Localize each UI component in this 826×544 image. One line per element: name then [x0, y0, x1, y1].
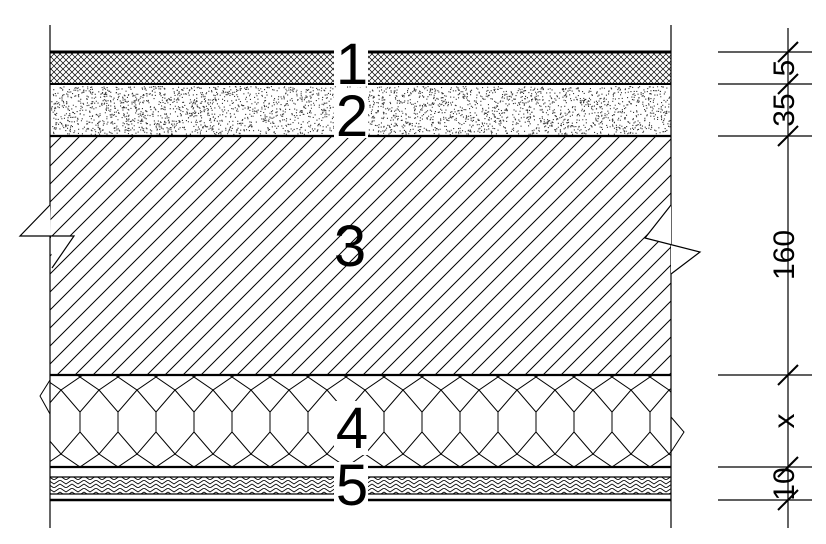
layer-4-label: 4	[336, 396, 368, 461]
left-break-line	[18, 204, 76, 269]
layer-5-label: 5	[336, 453, 368, 518]
dimension-layer-4: x	[768, 414, 801, 429]
dimension-layer-5: 10	[768, 467, 801, 500]
dimension-chain	[718, 28, 812, 528]
layer-1-label: 1	[336, 32, 368, 97]
layer-2-label: 2	[336, 84, 368, 149]
dimension-layer-3: 160	[768, 230, 801, 280]
dimension-layer-1: 5	[768, 60, 801, 77]
layer-2-fill	[51, 86, 671, 136]
layer-3-fill	[50, 136, 671, 375]
layer-labels: 1 2 3 4 5	[334, 28, 368, 518]
right-break-line	[643, 204, 702, 275]
right-insulation-edge	[670, 416, 685, 453]
dimension-layer-2: 35	[768, 93, 801, 126]
layer-3-label: 3	[334, 214, 366, 279]
left-insulation-edge	[39, 379, 51, 415]
dimension-labels: 5 35 160 x 10	[768, 60, 801, 501]
